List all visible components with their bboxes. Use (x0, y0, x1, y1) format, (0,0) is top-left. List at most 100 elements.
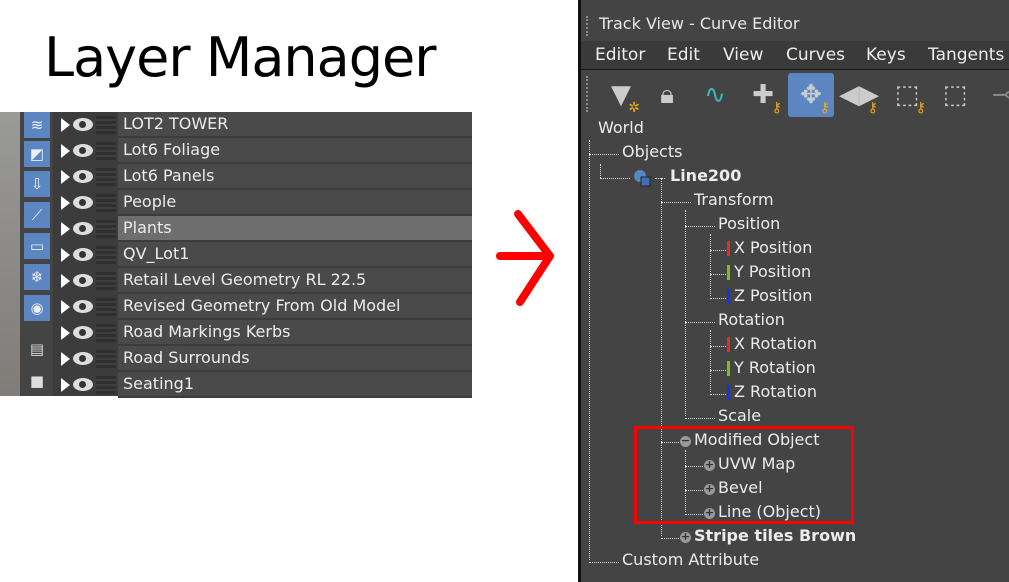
expand-icon[interactable]: + (680, 530, 691, 543)
eye-icon[interactable] (73, 274, 93, 287)
title-grip[interactable] (586, 16, 589, 36)
layer-name[interactable]: LOT2 TOWER (118, 112, 472, 138)
layer-row[interactable]: Lot6 Foliage (56, 138, 472, 164)
tree-uvw-map[interactable]: UVW Map (718, 454, 796, 473)
eye-icon[interactable] (73, 170, 93, 183)
toolbar-grip[interactable] (586, 76, 589, 112)
tree-line200[interactable]: Line200 (670, 166, 742, 185)
layer-name[interactable]: Retail Level Geometry RL 22.5 (118, 268, 472, 294)
layer-row[interactable]: Plants (56, 216, 472, 242)
layer-name[interactable]: People (118, 190, 472, 216)
collapse-icon[interactable]: − (680, 434, 691, 447)
tree-scale[interactable]: Scale (718, 406, 762, 425)
layer-name[interactable]: Road Markings Kerbs (118, 320, 472, 346)
expand-icon[interactable]: + (704, 458, 715, 471)
menu-edit[interactable]: Edit (667, 45, 700, 65)
filter-icon[interactable]: ▼✲ (611, 80, 640, 116)
eye-icon[interactable] (73, 222, 93, 235)
expand-arrow-icon[interactable] (61, 196, 70, 210)
expand-arrow-icon[interactable] (61, 118, 70, 132)
tree-y-position[interactable]: Y Position (734, 262, 812, 281)
scale-values-icon[interactable]: ⬚ (942, 80, 968, 110)
eye-icon[interactable] (73, 352, 93, 365)
highlight-box (634, 426, 854, 524)
menu-curves[interactable]: Curves (786, 45, 846, 65)
scale-keys-icon[interactable]: ⬚⚷ (894, 80, 926, 116)
expand-arrow-icon[interactable] (61, 352, 70, 366)
expand-arrow-icon[interactable] (61, 222, 70, 236)
expand-arrow-icon[interactable] (61, 300, 70, 314)
layer-row[interactable]: LOT2 TOWER (56, 112, 472, 138)
menu-tangents[interactable]: Tangents (928, 45, 1005, 65)
layer-row[interactable]: Seating1 (56, 372, 472, 398)
expand-arrow-icon[interactable] (61, 248, 70, 262)
layer-row[interactable]: Road Markings Kerbs (56, 320, 472, 346)
layer-name[interactable]: Lot6 Foliage (118, 138, 472, 164)
layer-row[interactable]: Lot6 Panels (56, 164, 472, 190)
params-icon[interactable]: ⊸ (992, 80, 1009, 110)
menu-view[interactable]: View (723, 45, 764, 65)
layer-row[interactable]: Road Surrounds (56, 346, 472, 372)
y-axis-color-marker (727, 265, 730, 280)
z-axis-color-marker (727, 289, 730, 304)
layers-icon (96, 246, 116, 264)
tree-rotation[interactable]: Rotation (718, 310, 785, 329)
slide-keys-icon[interactable]: ◀▶⚷ (839, 80, 879, 116)
eye-icon[interactable] (73, 118, 93, 131)
brush-icon[interactable]: ⟋ (24, 202, 50, 228)
tree-bevel[interactable]: Bevel (718, 478, 763, 497)
layer-row[interactable]: Revised Geometry From Old Model (56, 294, 472, 320)
tree-custom-attribute[interactable]: Custom Attribute (622, 550, 760, 569)
menu-editor[interactable]: Editor (595, 45, 646, 65)
lock-selection-icon[interactable]: 🔒︎ (660, 80, 674, 110)
eye-icon[interactable] (73, 378, 93, 391)
expand-icon[interactable]: + (704, 506, 715, 519)
layer-row[interactable]: Retail Level Geometry RL 22.5 (56, 268, 472, 294)
water-icon[interactable]: ≋ (24, 112, 50, 138)
expand-arrow-icon[interactable] (61, 326, 70, 340)
layer-name[interactable]: Lot6 Panels (118, 164, 472, 190)
eye-icon[interactable] (73, 144, 93, 157)
layer-name[interactable]: Road Surrounds (118, 346, 472, 372)
tree-x-rotation[interactable]: X Rotation (734, 334, 817, 353)
layer-box-icon[interactable]: ◩ (24, 141, 50, 167)
tree-modified-object[interactable]: Modified Object (694, 430, 820, 449)
expand-arrow-icon[interactable] (61, 170, 70, 184)
tree-line-object[interactable]: Line (Object) (718, 502, 822, 521)
document-icon[interactable]: ▤ (29, 340, 45, 358)
tree-stripe-tiles-brown[interactable]: Stripe tiles Brown (694, 526, 857, 545)
draw-curve-icon[interactable]: ∿ (704, 80, 726, 110)
layer-name[interactable]: QV_Lot1 (118, 242, 472, 268)
tree-y-rotation[interactable]: Y Rotation (734, 358, 816, 377)
eye-icon[interactable] (73, 326, 93, 339)
visibility-icon[interactable]: ◉ (24, 295, 50, 321)
expand-arrow-icon[interactable] (61, 144, 70, 158)
menu-keys[interactable]: Keys (866, 45, 906, 65)
archive-icon[interactable]: ▭ (24, 233, 50, 259)
eye-icon[interactable] (73, 300, 93, 313)
layer-name[interactable]: Plants (118, 216, 472, 242)
move-keys-icon[interactable]: ✥⚷ (788, 73, 834, 117)
layer-name[interactable]: Revised Geometry From Old Model (118, 294, 472, 320)
import-icon[interactable]: ⇩ (24, 171, 50, 197)
expand-icon[interactable]: + (704, 482, 715, 495)
tree-z-position[interactable]: Z Position (734, 286, 813, 305)
tree-z-rotation[interactable]: Z Rotation (734, 382, 817, 401)
add-key-icon[interactable]: ✚⚷ (752, 80, 782, 116)
freeze-icon[interactable]: ❄ (24, 264, 50, 290)
expand-arrow-icon[interactable] (61, 274, 70, 288)
tree-objects[interactable]: Objects (622, 142, 683, 161)
tree-position[interactable]: Position (718, 214, 781, 233)
layer-row[interactable]: QV_Lot1 (56, 242, 472, 268)
layer-name[interactable]: Seating1 (118, 372, 472, 398)
tree-transform[interactable]: Transform (694, 190, 774, 209)
tree-world[interactable]: World (598, 118, 644, 137)
layers-icon (96, 298, 116, 316)
eye-icon[interactable] (73, 196, 93, 209)
expand-arrow-icon[interactable] (61, 378, 70, 392)
blank-icon[interactable]: ■ (29, 372, 45, 390)
eye-icon[interactable] (73, 248, 93, 261)
layer-row[interactable]: People (56, 190, 472, 216)
tree-x-position[interactable]: X Position (734, 238, 813, 257)
layers-icon (96, 324, 116, 342)
